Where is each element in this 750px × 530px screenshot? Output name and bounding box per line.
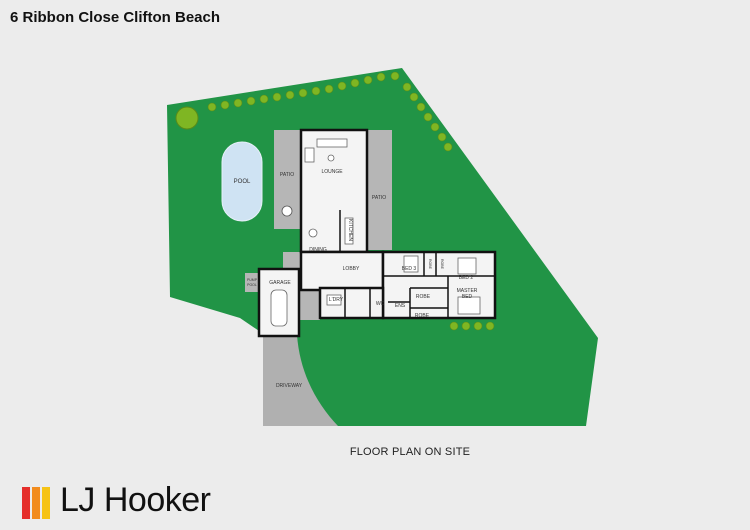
label-wc: WC (376, 301, 385, 307)
interior-walls (339, 130, 495, 318)
label-robe-b: ROBE (440, 259, 444, 270)
corner-bush (175, 106, 199, 130)
label-master-bed-2: BED (462, 294, 473, 300)
pump-room (245, 273, 259, 292)
label-pump-2: POOL (247, 283, 257, 287)
furniture (270, 138, 481, 327)
label-robe-a: ROBE (428, 259, 432, 270)
driveway (263, 335, 338, 426)
label-garage: GARAGE (269, 280, 291, 286)
paving-entry (283, 252, 303, 270)
logo-bar-red (22, 487, 30, 519)
label-bed3: BED 3 (402, 266, 417, 272)
floor-plan-caption: FLOOR PLAN ON SITE (349, 446, 471, 458)
pool (221, 141, 263, 222)
label-robe-c: ROBE (416, 294, 431, 300)
hedge (207, 71, 495, 331)
label-ens: ENS (395, 303, 406, 309)
label-patio-right: PATIO (372, 195, 386, 201)
brand-name: LJ Hooker (60, 481, 211, 519)
label-pool: POOL (234, 179, 251, 185)
label-driveway: DRIVEWAY (276, 383, 303, 389)
label-lounge: LOUNGE (321, 169, 343, 175)
label-bed2: BED 2 (459, 275, 474, 281)
brand-logo: LJ Hooker (22, 481, 222, 520)
label-ldry: L'DRY (329, 297, 344, 303)
label-master-bed-1: MASTER (457, 288, 478, 294)
label-kitchen: KITCHEN (347, 219, 353, 241)
label-dining: DINING (309, 247, 327, 253)
label-robe-d: ROBE (415, 313, 430, 319)
logo-bar-orange (32, 487, 40, 519)
patio-right (367, 130, 392, 250)
label-patio-left: PATIO (280, 172, 294, 178)
label-lobby: LOBBY (343, 266, 360, 272)
page-title: 6 Ribbon Close Clifton Beach (10, 9, 221, 26)
logo-bar-yellow (42, 487, 50, 519)
patio-table (281, 205, 293, 217)
label-pump-1: PUMP (247, 278, 258, 282)
